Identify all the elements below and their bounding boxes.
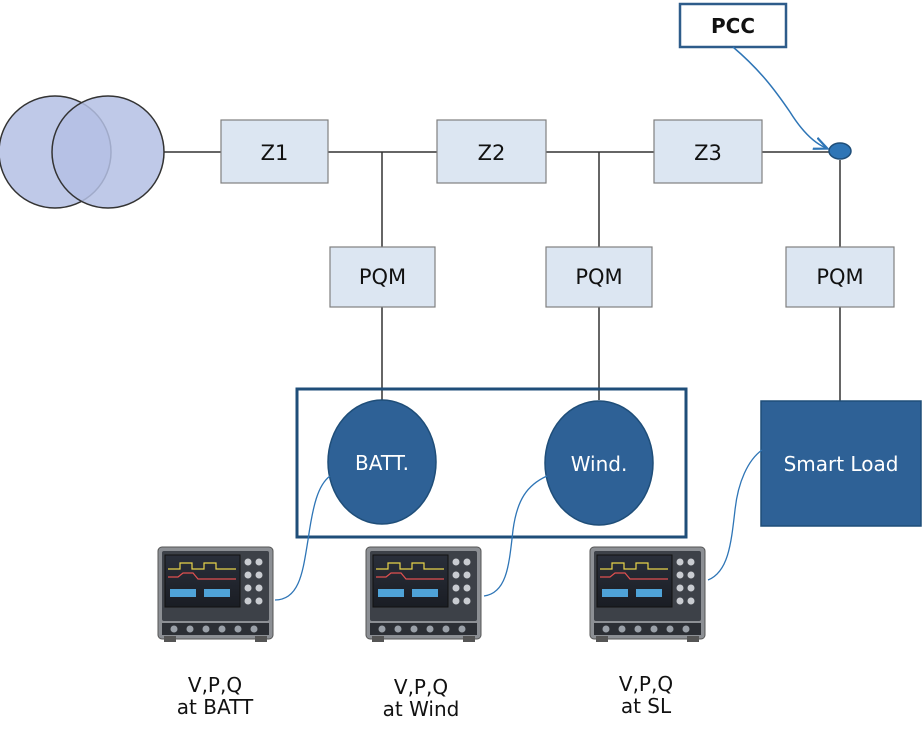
- caption-smart-load: V,P,Q at SL: [576, 673, 716, 717]
- pcc-node: [828, 142, 852, 160]
- caption-smart-load-line2: at SL: [620, 694, 672, 718]
- transformer: [0, 95, 165, 209]
- probe-wire-battery: [274, 475, 331, 601]
- caption-wind-line2: at Wind: [382, 697, 460, 721]
- wind-label: Wind.: [571, 452, 628, 476]
- impedance-z1-label: Z1: [261, 141, 289, 165]
- probe-wire-smart-load: [707, 449, 763, 581]
- battery-label: BATT.: [355, 451, 409, 475]
- impedance-z3: Z3: [653, 119, 763, 184]
- smart-load-label: Smart Load: [784, 452, 899, 476]
- wind-source: Wind.: [544, 400, 654, 526]
- pqm-wind-label: PQM: [575, 265, 622, 289]
- pqm-smart-load: PQM: [785, 246, 895, 308]
- probe-wire-wind: [483, 475, 548, 597]
- pcc-callout: PCC: [678, 2, 826, 148]
- oscilloscope-battery: [157, 546, 274, 642]
- caption-battery: V,P,Q at BATT: [145, 674, 285, 718]
- pqm-battery-label: PQM: [359, 265, 406, 289]
- impedance-z1: Z1: [220, 119, 329, 184]
- impedance-z2-label: Z2: [478, 141, 506, 165]
- pqm-wind: PQM: [545, 246, 653, 308]
- oscilloscope-smart-load: [589, 546, 706, 642]
- pqm-battery: PQM: [329, 246, 436, 308]
- battery-source: BATT.: [327, 399, 437, 525]
- caption-wind-line1: V,P,Q: [393, 675, 449, 699]
- feeder-lines: [381, 152, 841, 401]
- pcc-label: PCC: [711, 14, 755, 38]
- pqm-smart-load-label: PQM: [816, 265, 863, 289]
- smart-load: Smart Load: [760, 400, 922, 527]
- probe-wires: [274, 449, 763, 601]
- pcc-arrow: [732, 46, 826, 148]
- der-group-frame: [295, 387, 688, 539]
- caption-battery-line2: at BATT: [176, 695, 254, 719]
- impedance-z2: Z2: [436, 119, 547, 184]
- oscilloscope-wind: [365, 546, 482, 642]
- caption-battery-line1: V,P,Q: [187, 673, 243, 697]
- caption-smart-load-line1: V,P,Q: [618, 672, 674, 696]
- caption-wind: V,P,Q at Wind: [351, 676, 491, 720]
- transformer-winding-right: [51, 95, 165, 209]
- impedance-z3-label: Z3: [694, 141, 722, 165]
